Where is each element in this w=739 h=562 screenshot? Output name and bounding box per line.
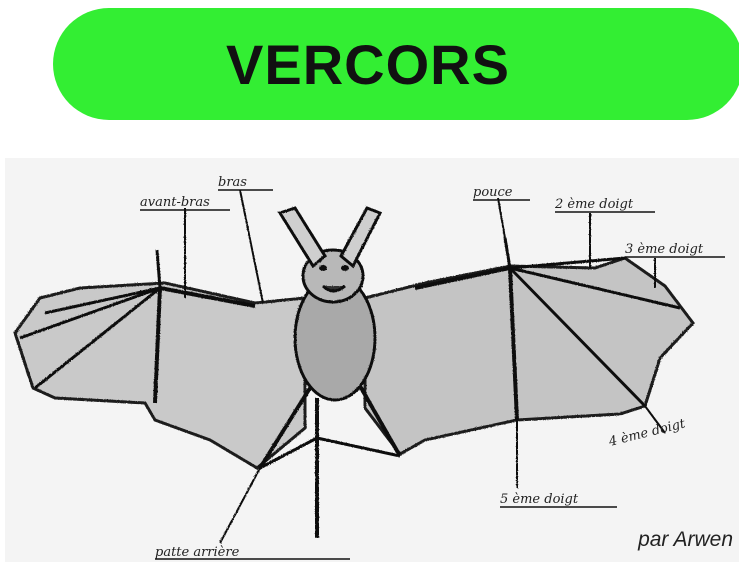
bat-illustration: avant-bras bras pouce 2 ème doigt 3 ème …	[5, 158, 739, 562]
bat-drawing: avant-bras bras pouce 2 ème doigt 3 ème …	[5, 158, 739, 562]
label-5-doigt: 5 ème doigt	[500, 492, 579, 507]
author-credit: par Arwen	[638, 528, 733, 552]
title-banner: VERCORS	[53, 8, 739, 120]
label-3-doigt: 3 ème doigt	[625, 242, 704, 257]
label-patte: patte arrière	[155, 545, 240, 560]
label-avant-bras: avant-bras	[140, 195, 210, 210]
bat-eye-right	[341, 265, 349, 271]
label-2-doigt: 2 ème doigt	[554, 197, 634, 212]
label-bras: bras	[218, 175, 247, 190]
label-pouce: pouce	[473, 185, 513, 200]
bat-eye-left	[319, 265, 327, 271]
page-title: VERCORS	[226, 32, 510, 97]
